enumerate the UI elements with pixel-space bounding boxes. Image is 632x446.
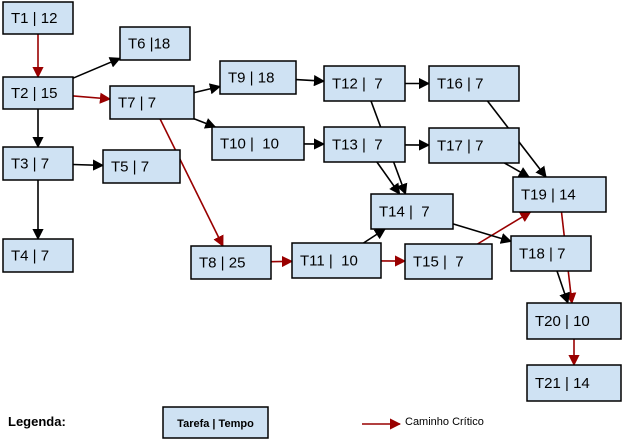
- task-box: [428, 127, 520, 164]
- task-box: [428, 65, 520, 102]
- edge-t7-t8-critical: [159, 118, 224, 248]
- task-box: [2, 1, 74, 35]
- task-label: T14 | 7: [379, 204, 430, 221]
- task-label: T17 | 7: [437, 138, 483, 155]
- legend-critical-label: Caminho Crítico: [405, 416, 484, 428]
- task-node-t15: T15 | 7: [404, 243, 493, 280]
- task-box: [102, 149, 181, 184]
- task-box: [370, 193, 454, 230]
- task-label: T21 | 14: [535, 375, 590, 392]
- task-label: T5 | 7: [111, 159, 149, 176]
- task-label: T18 | 7: [519, 246, 565, 263]
- task-box: [291, 242, 382, 279]
- task-box: [323, 65, 406, 102]
- edge-t7-t9: [193, 83, 222, 95]
- task-label: T13 | 7: [332, 137, 383, 154]
- edge-t13-t14: [376, 161, 401, 195]
- task-node-t20: T20 | 10: [526, 302, 622, 340]
- edge-t3-t5: [72, 159, 105, 171]
- task-label: T20 | 10: [535, 313, 590, 330]
- task-label: T3 | 7: [11, 156, 49, 173]
- task-box: [512, 176, 607, 213]
- task-node-t2: T2 | 15: [2, 76, 74, 110]
- task-label: T9 | 18: [228, 70, 274, 87]
- task-label: T8 | 25: [199, 255, 245, 272]
- edge-t11-t14: [363, 228, 386, 244]
- edge-t2-t7-critical: [72, 92, 112, 104]
- task-node-t17: T17 | 7: [428, 127, 520, 164]
- edge-t14-t18: [452, 223, 513, 244]
- task-label: T12 | 7: [332, 76, 383, 93]
- task-node-t7: T7 | 7: [109, 85, 195, 120]
- task-box: [2, 238, 74, 273]
- task-label: T2 | 15: [11, 85, 57, 102]
- edge-t9-t12: [295, 75, 326, 87]
- task-box: [510, 235, 592, 272]
- task-label: T4 | 7: [11, 248, 49, 265]
- task-node-t4: T4 | 7: [2, 238, 74, 273]
- task-label: T6 |18: [128, 36, 170, 53]
- task-node-t18: T18 | 7: [510, 235, 592, 272]
- task-label: T19 | 14: [521, 187, 576, 204]
- task-box: [526, 364, 622, 402]
- task-node-t11: T11 | 10: [291, 242, 382, 279]
- edge-t2-t6: [72, 57, 122, 79]
- legend: Legenda: Tarefa | Tempo Caminho Crítico: [8, 406, 484, 439]
- task-node-t8: T8 | 25: [190, 245, 272, 280]
- edge-t15-t19-critical: [477, 211, 532, 245]
- task-node-t5: T5 | 7: [102, 149, 181, 184]
- edge-t17-t19: [504, 162, 530, 178]
- task-label: T15 | 7: [413, 254, 464, 271]
- legend-task-box: [162, 406, 269, 439]
- legend-task-box-label: Tarefa | Tempo: [177, 418, 254, 430]
- task-node-t19: T19 | 14: [512, 176, 607, 213]
- task-node-t21: T21 | 14: [526, 364, 622, 402]
- task-box: [526, 302, 622, 340]
- task-box: [211, 126, 305, 161]
- nodes-layer: T1 | 12 T2 | 15 T3 | 7 T4 | 7 T5 | 7 T6 |18T7…: [2, 1, 622, 402]
- task-node-t1: T1 | 12: [2, 1, 74, 35]
- task-box: [190, 245, 272, 280]
- task-node-t9: T9 | 18: [219, 60, 297, 95]
- task-label: T16 | 7: [437, 76, 483, 93]
- task-label: T10 | 10: [220, 136, 279, 153]
- task-node-t13: T13 | 7: [323, 126, 406, 163]
- task-node-t3: T3 | 7: [2, 146, 74, 181]
- task-box: [2, 146, 74, 181]
- task-box: [119, 26, 191, 61]
- edges-layer: [32, 34, 580, 367]
- task-box: [219, 60, 297, 95]
- task-node-t12: T12 | 7: [323, 65, 406, 102]
- edge-t7-t10: [193, 117, 217, 129]
- task-node-t14: T14 | 7: [370, 193, 454, 230]
- task-label: T11 | 10: [300, 253, 358, 270]
- task-box: [323, 126, 406, 163]
- task-label: T1 | 12: [11, 10, 57, 27]
- task-box: [109, 85, 195, 120]
- edge-t18-t20: [556, 270, 570, 305]
- task-node-t6: T6 |18: [119, 26, 191, 61]
- task-label: T7 | 7: [118, 95, 156, 112]
- legend-title: Legenda:: [8, 414, 66, 429]
- task-box: [2, 76, 74, 110]
- task-box: [404, 243, 493, 280]
- task-node-t10: T10 | 10: [211, 126, 305, 161]
- task-node-t16: T16 | 7: [428, 65, 520, 102]
